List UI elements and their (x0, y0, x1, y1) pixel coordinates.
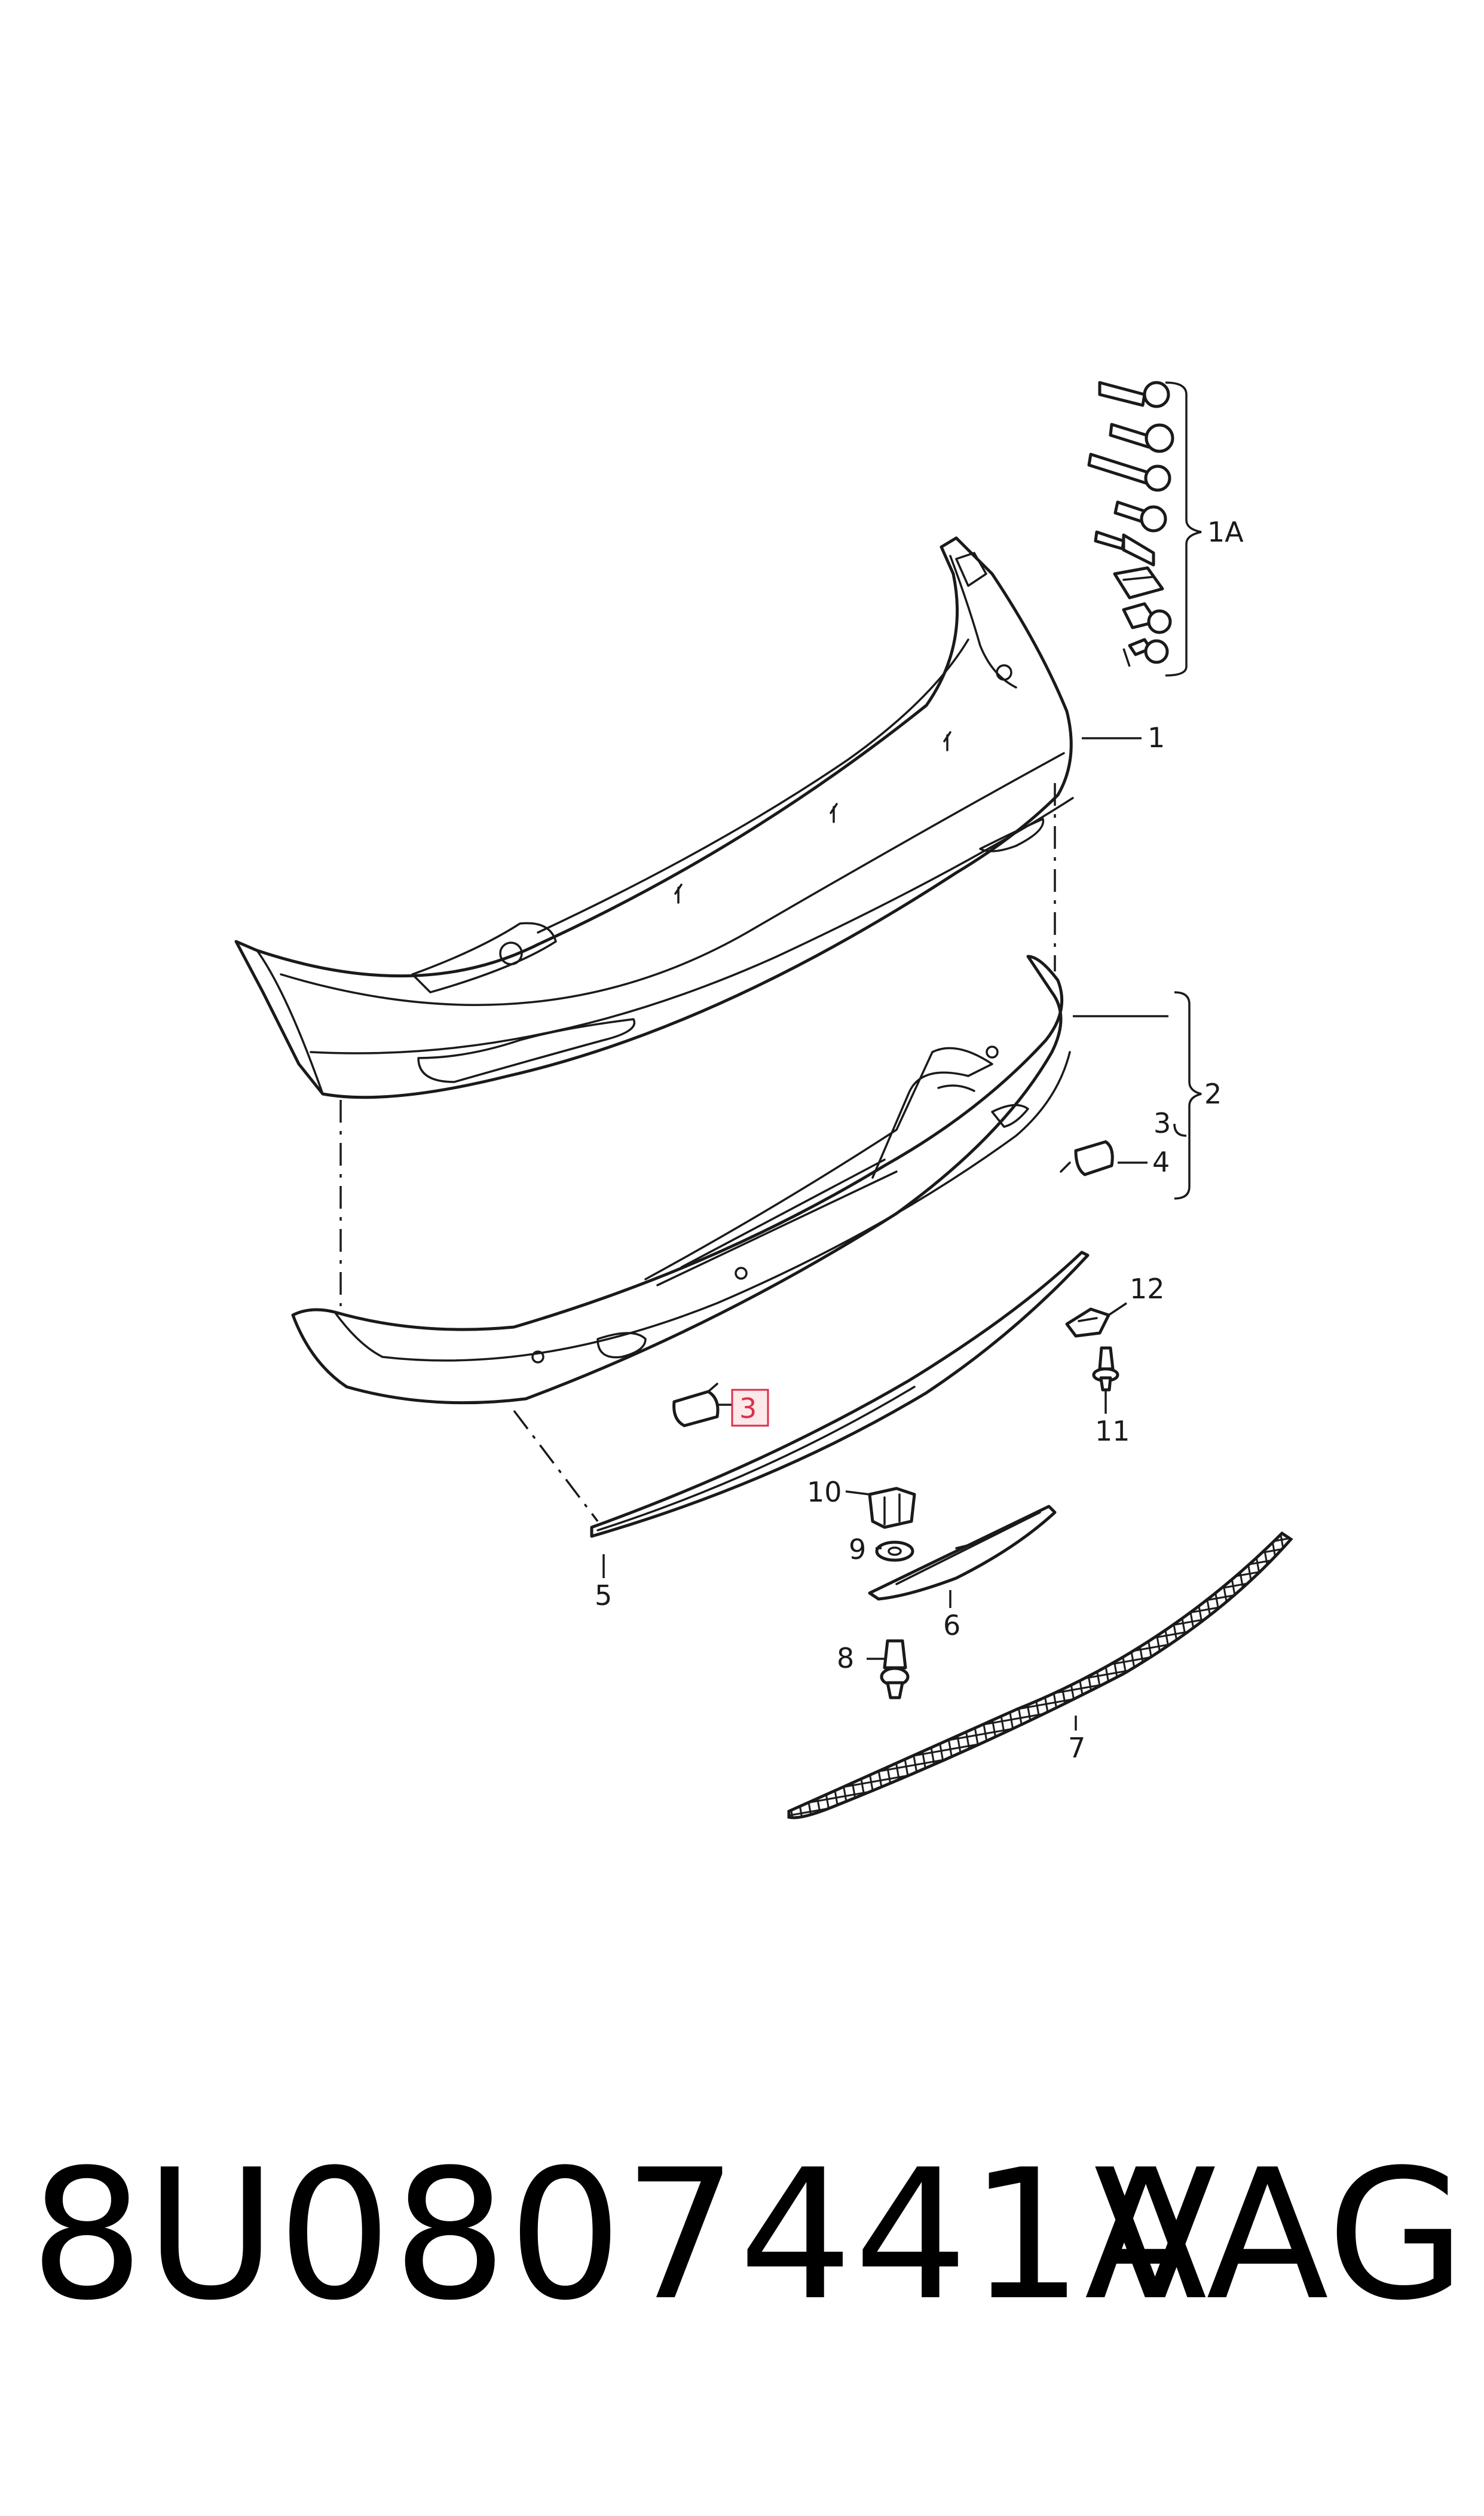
small-cap (1060, 1140, 1114, 1176)
bolt-1 (1098, 381, 1170, 408)
tow-eye-cap (672, 1383, 720, 1427)
mesh-grille (787, 1531, 1293, 1820)
highlighted-callout[interactable]: 3 (731, 1389, 769, 1427)
bumper-lower-section (291, 955, 1071, 1405)
rivet (1094, 530, 1155, 567)
callout-9: 9 (849, 1533, 866, 1566)
callout-1a: 1A (1207, 516, 1244, 548)
fastener-kit (1087, 381, 1174, 664)
leader-lines (602, 381, 1202, 1731)
highlight-box (731, 1389, 769, 1427)
bolt-3 (1087, 453, 1171, 492)
callout-2: 2 (1204, 1078, 1222, 1110)
assembly-lines (339, 648, 1131, 1523)
brand: VAG (1094, 2131, 1467, 2340)
callout-6: 6 (943, 1609, 960, 1641)
callout-11: 11 (1095, 1415, 1130, 1447)
fastener-11 (1092, 1346, 1119, 1392)
fastener-8 (880, 1639, 910, 1699)
callout-3-bracket: 3 (1153, 1107, 1171, 1139)
fastener-12 (1065, 1307, 1110, 1338)
bolt-2 (1109, 423, 1174, 453)
part-number: 8U0807441A (30, 2131, 1208, 2340)
expansion-rivet (1128, 638, 1169, 664)
bolt-4 (1113, 500, 1167, 533)
clip-nut (1113, 566, 1164, 600)
bumper-cover-upper (234, 536, 1074, 1099)
callout-10: 10 (807, 1476, 842, 1508)
callout-5: 5 (595, 1579, 612, 1612)
fastener-10 (868, 1487, 916, 1529)
callout-labels: 1 1A 2 3 4 5 6 7 8 9 10 11 12 (595, 516, 1244, 1764)
callout-4: 4 (1152, 1146, 1170, 1178)
trim-strip (590, 1251, 1090, 1538)
callout-3-highlight: 3 (739, 1392, 757, 1424)
lower-trim-piece (868, 1505, 1057, 1601)
footer: 8U0807441A VAG (0, 2128, 1484, 2343)
fastener-9 (875, 1540, 914, 1562)
callout-7: 7 (1068, 1732, 1085, 1764)
callout-1: 1 (1148, 722, 1165, 754)
callout-12: 12 (1130, 1273, 1165, 1305)
push-nut (1122, 602, 1172, 634)
callout-8: 8 (837, 1642, 854, 1674)
